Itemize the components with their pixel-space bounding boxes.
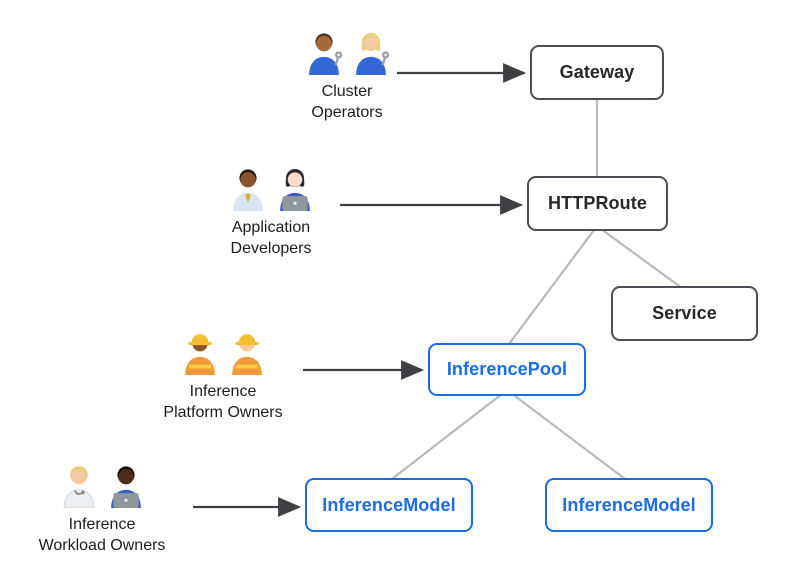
woman-technologist-emoji: [279, 168, 310, 211]
node-inferencepool: InferencePool: [428, 343, 586, 396]
node-inferencemodel-1-label: InferenceModel: [322, 494, 456, 515]
persona-inference-workload-owners: Inference Workload Owners: [7, 462, 197, 556]
persona-cluster-operators: Cluster Operators: [252, 29, 442, 123]
inference-workload-owners-icons: [7, 462, 197, 508]
man-technologist-emoji: [110, 466, 141, 508]
node-inferencemodel-2: InferenceModel: [545, 478, 713, 532]
node-service: Service: [611, 286, 758, 341]
edge-httproute-service: [596, 225, 687, 292]
cluster-operators-icons: [252, 29, 442, 75]
persona-application-developers-label: Application Developers: [230, 219, 312, 257]
persona-inference-workload-owners-label: Inference Workload Owners: [38, 516, 166, 554]
hierarchy-lines: [387, 95, 687, 483]
node-inferencemodel-1: InferenceModel: [305, 478, 473, 532]
inference-platform-owners-icons: [128, 329, 318, 375]
man-mechanic-emoji: [308, 33, 342, 75]
edge-inferencepool-model1: [387, 389, 508, 483]
application-developers-icons: [176, 165, 366, 211]
node-inferencepool-label: InferencePool: [446, 359, 568, 379]
persona-inference-platform-owners: Inference Platform Owners: [128, 329, 318, 423]
man-construction-worker-emoji: [231, 334, 262, 375]
woman-mechanic-emoji: [355, 32, 389, 75]
persona-application-developers: Application Developers: [176, 165, 366, 259]
node-httproute-label: HTTPRoute: [548, 193, 647, 213]
edge-inferencepool-model2: [506, 389, 630, 483]
node-inferencemodel-2-label: InferenceModel: [562, 494, 696, 515]
man-office-worker-emoji: [232, 169, 263, 211]
edge-httproute-inferencepool: [505, 225, 598, 349]
node-httproute: HTTPRoute: [527, 176, 668, 231]
persona-cluster-operators-label: Cluster Operators: [311, 83, 383, 121]
node-gateway: Gateway: [530, 45, 664, 100]
persona-arrows: [193, 63, 527, 517]
node-service-label: Service: [652, 303, 717, 323]
persona-inference-platform-owners-label: Inference Platform Owners: [163, 383, 283, 421]
health-worker-emoji: [63, 466, 94, 508]
woman-construction-worker-emoji: [184, 334, 215, 375]
node-gateway-label: Gateway: [559, 62, 635, 82]
